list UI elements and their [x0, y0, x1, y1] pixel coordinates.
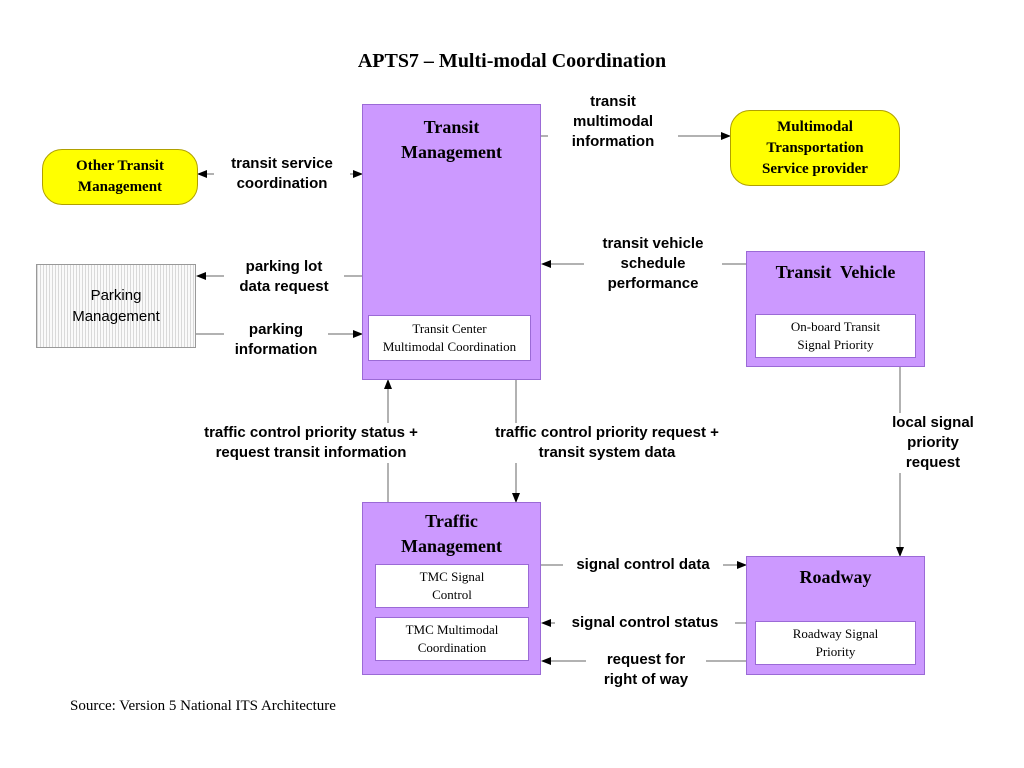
parking-management-terminator: Parking Management [36, 264, 196, 348]
flow-label-priority-status-request-info: traffic control priority status + reques… [184, 423, 438, 463]
transit-center-multimodal-coordination: Transit Center Multimodal Coordination [368, 315, 531, 361]
flow-label-local-signal-priority-request: local signal priority request [878, 413, 988, 473]
roadway-signal-priority: Roadway Signal Priority [755, 621, 916, 665]
flow-label-signal-control-status: signal control status [555, 613, 735, 633]
tmc-signal-control: TMC Signal Control [375, 564, 529, 608]
transit-vehicle-title: Transit Vehicle [775, 262, 896, 282]
traffic-management-title: Traffic Management [401, 511, 502, 556]
diagram-title: APTS7 – Multi-modal Coordination [357, 50, 667, 72]
onboard-transit-signal-priority: On-board Transit Signal Priority [755, 314, 916, 358]
roadway-box: Roadway Roadway Signal Priority [746, 556, 925, 675]
traffic-management-box: Traffic Management TMC Signal Control TM… [362, 502, 541, 675]
flow-label-parking-information: parking information [224, 320, 328, 360]
other-transit-management-terminator: Other Transit Management [42, 149, 198, 205]
roadway-title: Roadway [799, 567, 872, 587]
flow-label-priority-request-system-data: traffic control priority request + trans… [472, 423, 742, 463]
flow-label-parking-lot-data-request: parking lot data request [224, 257, 344, 297]
flow-label-request-for-right-of-way: request for right of way [586, 650, 706, 690]
flow-label-signal-control-data: signal control data [563, 555, 723, 575]
flow-label-transit-vehicle-schedule-performance: transit vehicle schedule performance [584, 234, 722, 294]
multimodal-service-provider-terminator: Multimodal Transportation Service provid… [730, 110, 900, 186]
source-caption: Source: Version 5 National ITS Architect… [70, 698, 336, 714]
tmc-multimodal-coordination: TMC Multimodal Coordination [375, 617, 529, 661]
flow-label-transit-multimodal-information: transit multimodal information [548, 92, 678, 152]
transit-vehicle-box: Transit Vehicle On-board Transit Signal … [746, 251, 925, 367]
transit-management-box: Transit Management Transit Center Multim… [362, 104, 541, 380]
flow-label-transit-service-coordination: transit service coordination [214, 154, 350, 194]
transit-management-title: Transit Management [401, 117, 502, 162]
